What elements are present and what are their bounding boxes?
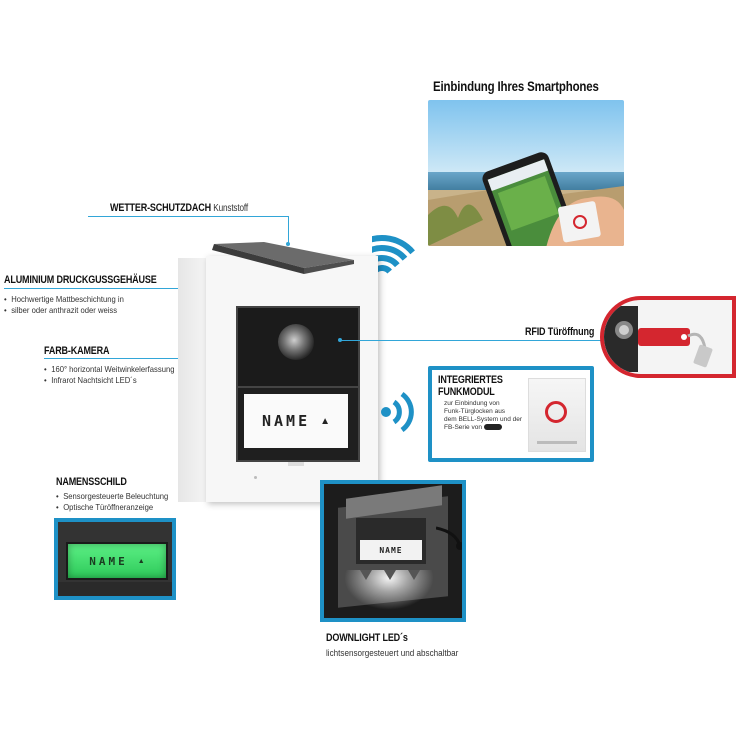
illuminated-name-plate: NAME ▲: [66, 542, 168, 580]
radio-signal-icon: [381, 391, 414, 433]
funk-module-box: INTEGRIERTES FUNKMODUL zur Einbindung vo…: [428, 366, 594, 462]
downlight-subtitle: lichtsensorgesteuert und abschaltbar: [326, 648, 459, 658]
funk-title: INTEGRIERTES FUNKMODUL: [438, 374, 503, 398]
weather-roof: [212, 242, 354, 274]
housing-title: ALUMINIUM DRUCKGUSSGEHÄUSE: [4, 274, 157, 286]
roof-title: WETTER-SCHUTZDACH: [110, 202, 211, 214]
camera-bullets: 160° horizontal Weitwinkelerfassung Infr…: [44, 364, 174, 386]
nameplate-title: NAMENSSCHILD: [56, 476, 127, 488]
bell-icon: ▲: [137, 557, 145, 565]
rfid-zoom: [600, 296, 736, 378]
downlight-name-label: NAME: [379, 545, 403, 555]
list-item: Optische Türöffneranzeige: [56, 502, 168, 513]
list-item: 160° horizontal Weitwinkelerfassung: [44, 364, 174, 375]
door-station: NAME ▲: [178, 242, 378, 502]
roof-subtitle: Kunststoff: [213, 203, 248, 214]
device-name-plate: NAME ▲: [244, 394, 348, 448]
nameplate-bullets: Sensorgesteuerte Beleuchtung Optische Tü…: [56, 491, 168, 513]
smartphone-title: Einbindung Ihres Smartphones: [433, 78, 599, 94]
nameplate-label: NAME: [89, 554, 128, 568]
list-item: silber oder anthrazit oder weiss: [4, 305, 124, 316]
list-item: Hochwertige Mattbeschichtung in: [4, 294, 124, 305]
list-item: Infrarot Nachtsicht LED´s: [44, 375, 174, 386]
downlight-zoom: NAME: [320, 480, 466, 622]
funk-module-device: [528, 378, 586, 452]
device-name-label: NAME: [261, 412, 311, 430]
list-item: Sensorgesteuerte Beleuchtung: [56, 491, 168, 502]
housing-bullets: Hochwertige Mattbeschichtung in silber o…: [4, 294, 124, 316]
funk-description: zur Einbindung von Funk-Türglocken aus d…: [444, 400, 523, 431]
nameplate-zoom: NAME ▲: [54, 518, 176, 600]
downlight-name-plate: NAME: [360, 540, 422, 560]
brand-logo-icon: [483, 424, 502, 431]
smartphone-photo: [428, 100, 624, 246]
camera-lens-icon: [278, 324, 314, 360]
bell-icon: ▲: [320, 415, 331, 427]
downlight-title: DOWNLIGHT LED´s: [326, 632, 408, 644]
roof-label: WETTER-SCHUTZDACH Kunststoff: [110, 202, 248, 214]
wifi-signal-icon: [372, 235, 415, 274]
led-arrows-icon: [360, 570, 420, 580]
camera-title: FARB-KAMERA: [44, 345, 110, 357]
rfid-title: RFID Türöffnung: [525, 326, 595, 338]
